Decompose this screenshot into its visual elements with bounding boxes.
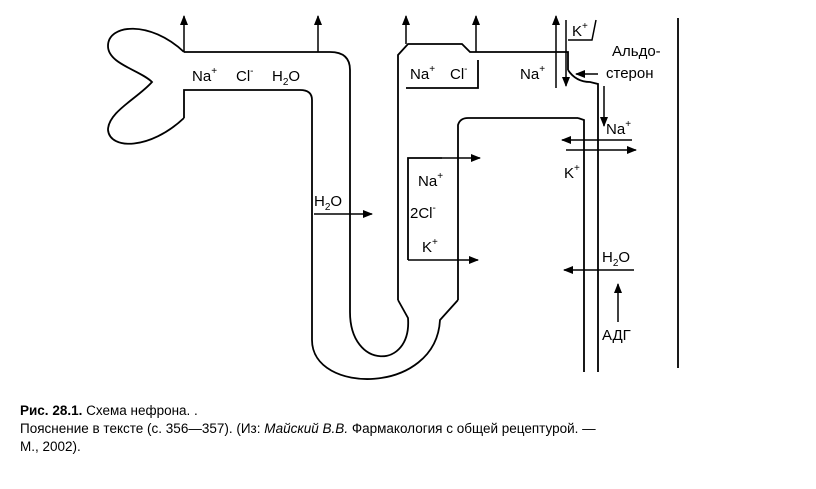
- loop-of-henle-outer: [311, 299, 459, 380]
- ascending-limb-left: [397, 43, 569, 300]
- glomerular-capsule: [107, 27, 185, 145]
- label-asc-na: Na+: [418, 171, 443, 190]
- figure-title: Схема нефрона. .: [86, 403, 198, 418]
- caption-line-3: М., 2002).: [20, 439, 81, 454]
- proximal-tubule-inner: [183, 89, 313, 340]
- collecting-duct-left: [567, 69, 599, 372]
- label-aldo-na: Na+: [520, 64, 545, 83]
- label-prox-h2o: H2O: [272, 68, 300, 88]
- label-cd-k: K+: [564, 163, 580, 182]
- bracket-k: [568, 19, 597, 41]
- figure-caption: Рис. 28.1. Схема нефрона. . Пояснение в …: [20, 402, 810, 456]
- caption-line-2: Пояснение в тексте (с. 356—357). (Из: Ма…: [20, 420, 810, 438]
- collecting-duct-right: [577, 117, 585, 372]
- distal-box: [406, 60, 479, 89]
- ascending-limb-box: [407, 157, 442, 260]
- label-cd-h2o: H2O: [602, 249, 630, 269]
- nephron-diagram: Na+ Cl- H2O Na+ Cl- Na+ K+ Альдо- стерон…: [107, 15, 679, 380]
- label-adh: АДГ: [602, 327, 631, 344]
- label-aldosterone-1: Альдо-: [612, 43, 661, 60]
- label-asc-2cl: 2Cl-: [410, 203, 436, 222]
- label-aldosterone-2: стерон: [606, 65, 654, 82]
- ascending-limb-right: [457, 117, 578, 300]
- figure-label: Рис. 28.1.: [20, 403, 83, 418]
- loop-of-henle-inner: [349, 299, 409, 358]
- caption-text-start: Пояснение в тексте (с. 356—357). (Из:: [20, 421, 261, 436]
- caption-text-end: Фармакология с общей рецептурой. —: [351, 421, 596, 436]
- label-cd-na: Na+: [606, 119, 631, 138]
- proximal-tubule-outer: [184, 51, 351, 312]
- label-distal-cl: Cl-: [450, 64, 468, 83]
- caption-line-1: Рис. 28.1. Схема нефрона. .: [20, 402, 810, 420]
- caption-author: Майский В.В.: [264, 421, 349, 436]
- label-distal-na: Na+: [410, 64, 435, 83]
- label-desc-h2o: H2O: [314, 193, 342, 213]
- label-prox-na: Na+: [192, 66, 217, 85]
- label-prox-cl: Cl-: [236, 66, 254, 85]
- label-asc-k: K+: [422, 237, 438, 256]
- label-k-top: K+: [572, 21, 588, 40]
